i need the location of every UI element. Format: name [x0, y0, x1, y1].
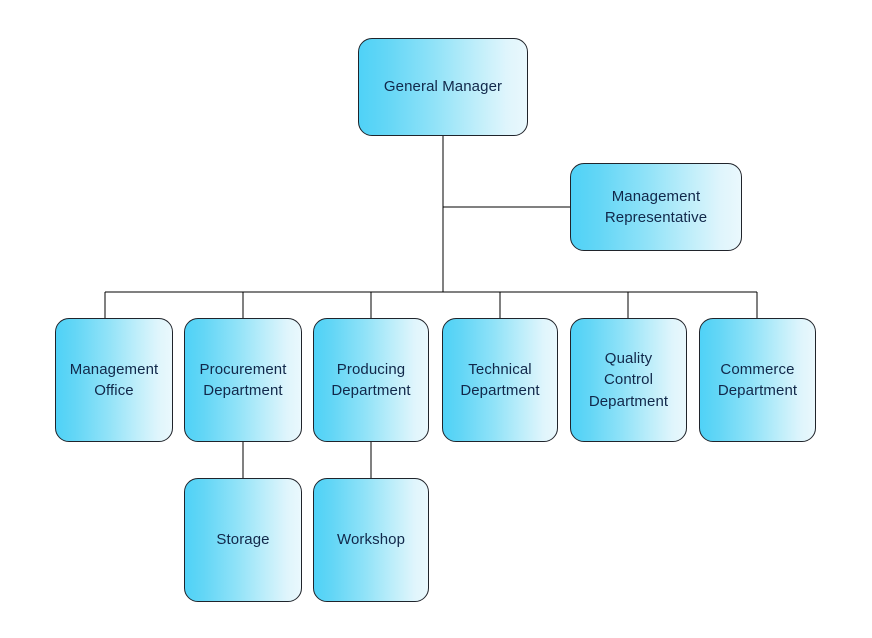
node-quality-control-department[interactable]: Quality Control Department	[570, 318, 687, 442]
node-management-office[interactable]: Management Office	[55, 318, 173, 442]
node-label: Commerce Department	[717, 360, 798, 399]
node-workshop[interactable]: Workshop	[313, 478, 429, 602]
node-label: Storage	[216, 531, 270, 549]
node-label: Management Office	[69, 360, 159, 399]
node-general-manager[interactable]: General Manager	[358, 38, 528, 136]
node-label: Producing Department	[331, 360, 411, 399]
node-label: Procurement Department	[199, 360, 287, 399]
node-procurement-department[interactable]: Procurement Department	[184, 318, 302, 442]
node-label: General Manager	[383, 78, 503, 96]
node-label: Management Representative	[604, 187, 708, 226]
node-producing-department[interactable]: Producing Department	[313, 318, 429, 442]
node-commerce-department[interactable]: Commerce Department	[699, 318, 816, 442]
node-label: Workshop	[336, 531, 406, 549]
node-technical-department[interactable]: Technical Department	[442, 318, 558, 442]
node-storage[interactable]: Storage	[184, 478, 302, 602]
node-label: Technical Department	[460, 360, 540, 399]
node-management-representative[interactable]: Management Representative	[570, 163, 742, 251]
node-label: Quality Control Department	[588, 350, 669, 410]
